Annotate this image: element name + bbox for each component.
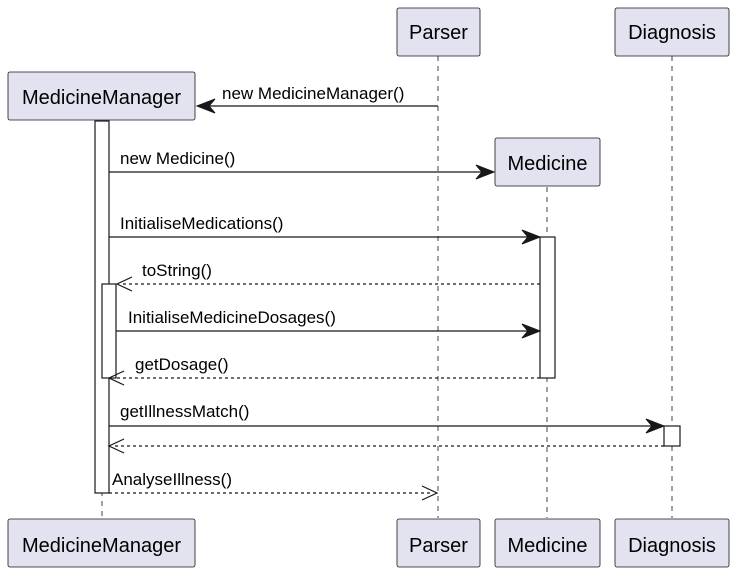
participant-label: MedicineManager [22,87,181,109]
participant-label: Diagnosis [628,22,716,44]
participant-medicine-manager-bottom: MedicineManager [7,518,196,568]
message-label: new Medicine() [120,149,235,168]
participant-label: Parser [409,22,468,44]
participant-parser-top: Parser [396,7,481,57]
activation-diagnosis [663,425,681,447]
participant-label: MedicineManager [22,535,181,557]
activation-medicine [539,236,556,379]
message-label: InitialiseMedications() [120,214,283,233]
participant-label: Medicine [507,153,587,175]
message-label: InitialiseMedicineDosages() [128,308,336,327]
message-new-medicine-manager: new MedicineManager() [195,84,438,114]
activation-medicine-manager-nested [101,283,117,379]
participant-label: Medicine [507,535,587,557]
message-analyse-illness: AnalyseIllness() [109,470,439,501]
participant-parser-bottom: Parser [396,518,481,568]
participant-medicine-created: Medicine [494,137,601,187]
message-new-medicine: new Medicine() [109,149,496,180]
message-return-diagnosis [107,438,664,454]
message-get-dosage: getDosage() [107,355,540,386]
participant-diagnosis-top: Diagnosis [614,7,730,57]
message-label: getIllnessMatch() [120,402,249,421]
message-get-illness-match: getIllnessMatch() [109,402,666,434]
message-to-string: toString() [115,261,540,292]
message-initialise-medicine-dosages: InitialiseMedicineDosages() [116,308,542,339]
message-label: toString() [142,261,212,280]
participant-medicine-bottom: Medicine [494,518,601,568]
participant-label: Parser [409,535,468,557]
participant-diagnosis-bottom: Diagnosis [614,518,730,568]
participant-medicine-manager-top: MedicineManager [7,71,196,121]
message-label: AnalyseIllness() [112,470,232,489]
message-initialise-medications: InitialiseMedications() [109,214,542,245]
participant-label: Diagnosis [628,535,716,557]
message-label: new MedicineManager() [222,84,404,103]
message-label: getDosage() [135,355,229,374]
